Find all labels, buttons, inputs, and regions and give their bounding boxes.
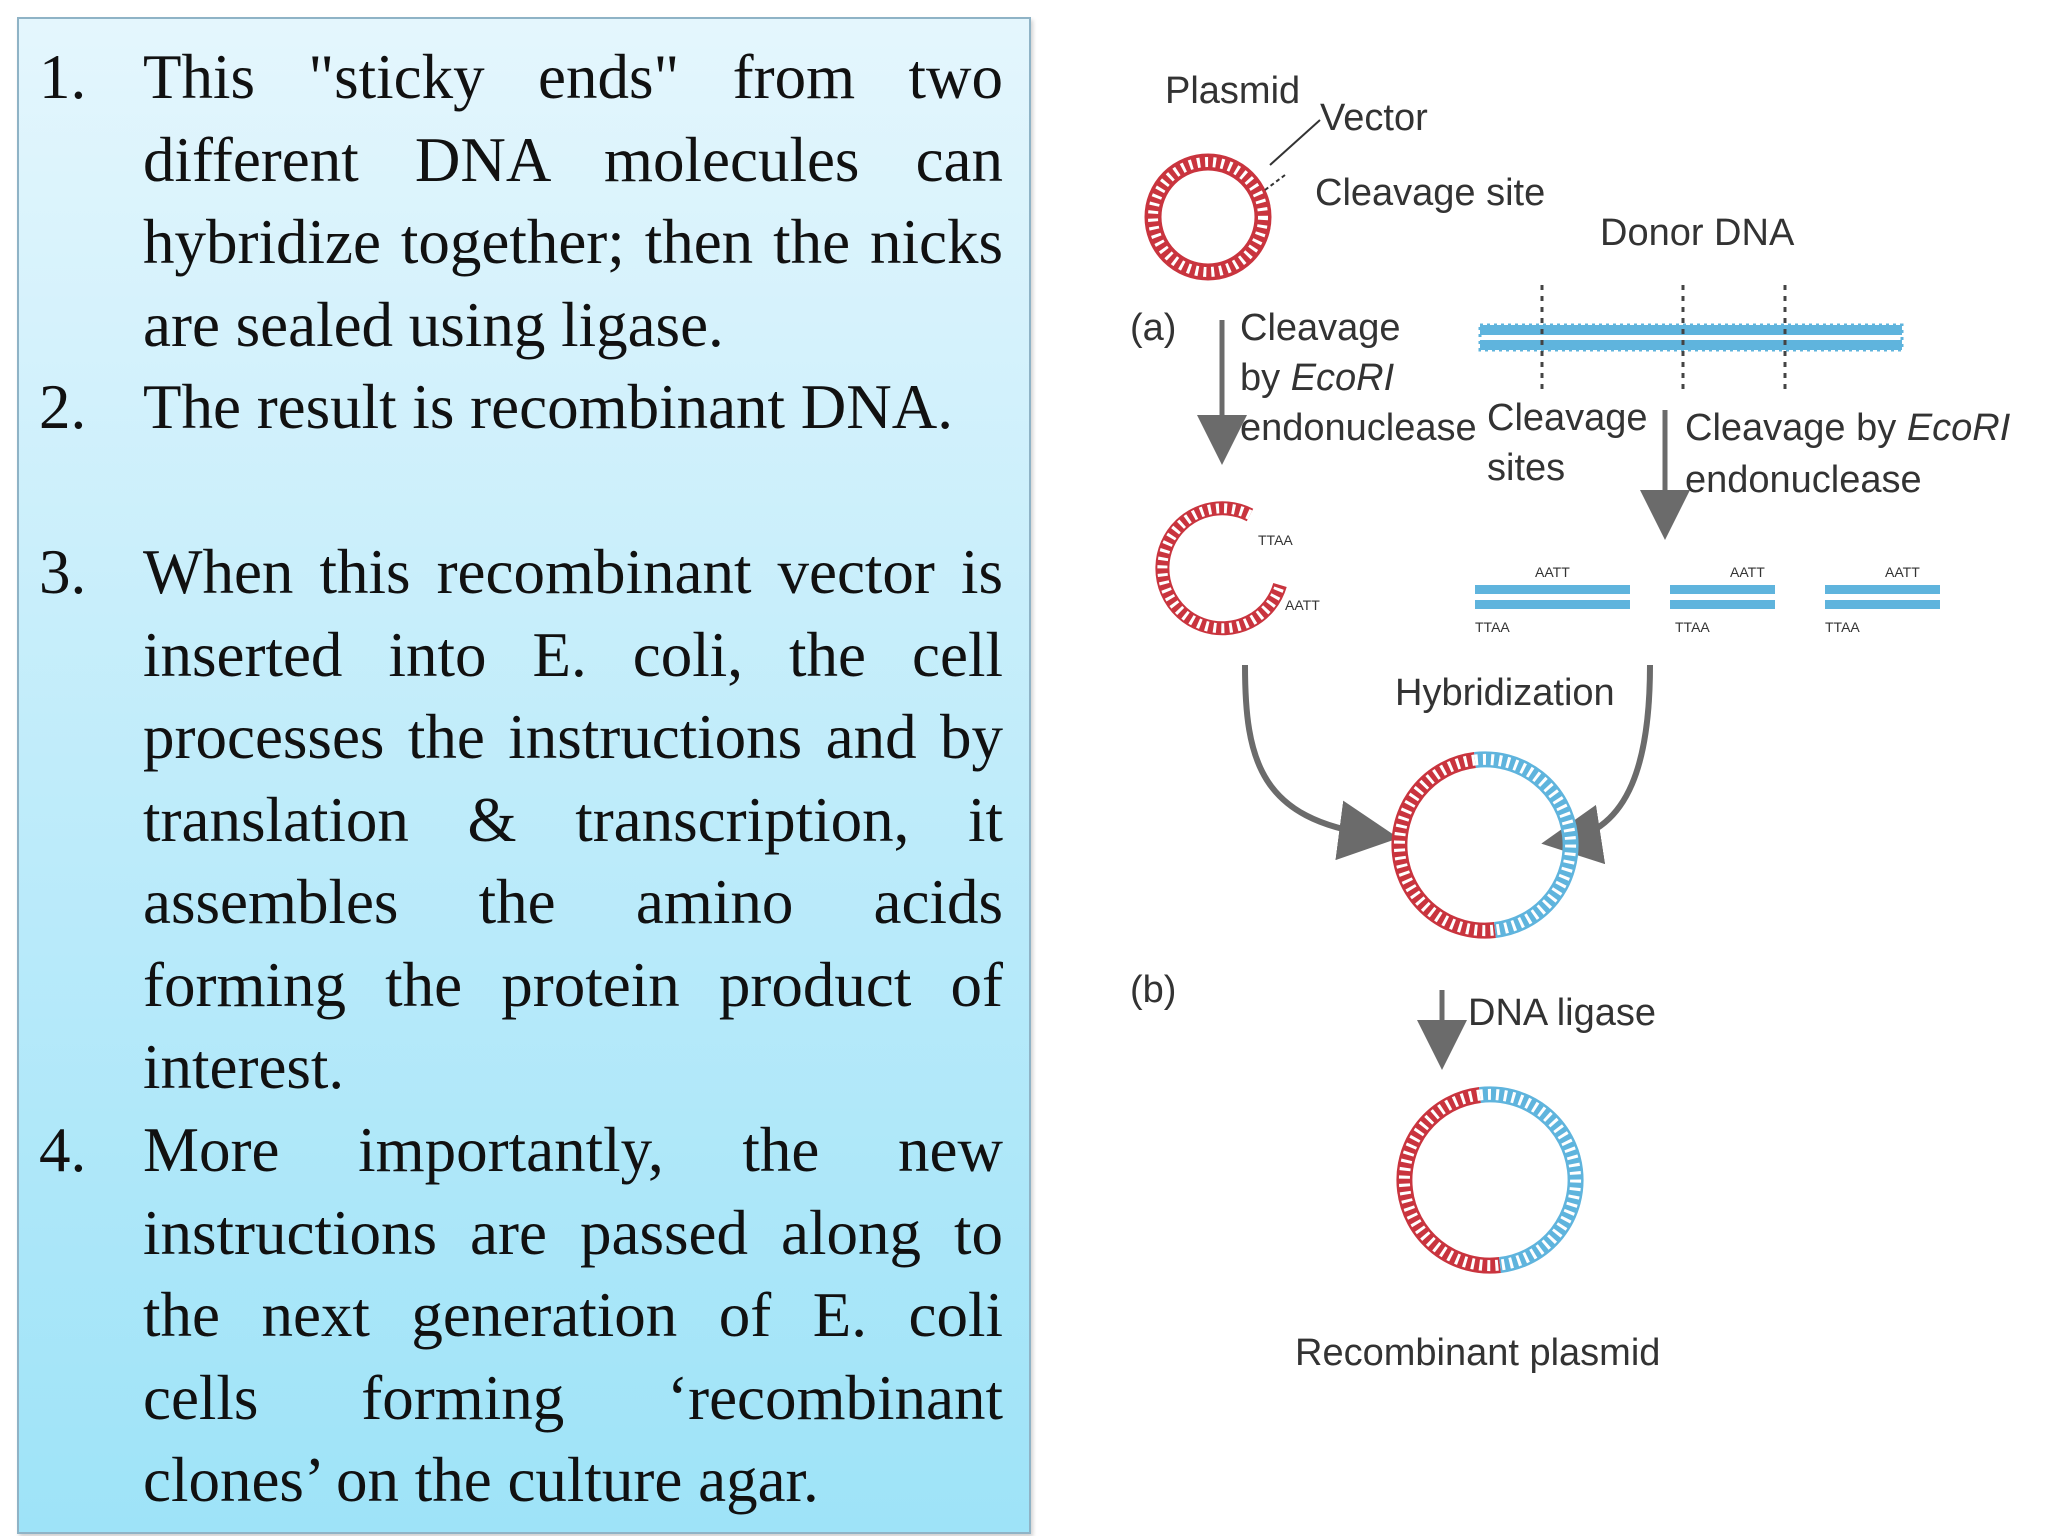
vector-label: Vector xyxy=(1320,97,1428,139)
cleavage-site-label: Cleavage site xyxy=(1315,172,1545,214)
ecori-name: EcoRI xyxy=(1291,357,1395,399)
recombinant-dna-diagram: Plasmid Vector Cleavage site Donor DNA (… xyxy=(1130,70,2011,1374)
item-text: More importantly, the new instructions a… xyxy=(143,1115,1003,1515)
donor-dna-label: Donor DNA xyxy=(1600,212,1795,254)
plasmid-ring xyxy=(1144,153,1272,281)
cleavage-sites-label-1: Cleavage xyxy=(1487,397,1648,439)
panel-b-label: (b) xyxy=(1130,969,1176,1011)
by-ecori-label: by EcoRI xyxy=(1240,357,1395,399)
donor-dna-strand xyxy=(1478,285,1904,395)
endonuclease-label: endonuclease xyxy=(1240,407,1477,449)
hybridized-plasmid xyxy=(1391,751,1579,939)
item-number: 4. xyxy=(39,1115,87,1185)
item-number: 3. xyxy=(39,537,87,607)
fragment-2-aatt: AATT xyxy=(1730,564,1765,580)
item-number: 1. xyxy=(39,42,87,112)
endonuclease-label-2: endonuclease xyxy=(1685,459,1922,501)
item-text: When this recombinant vector is inserted… xyxy=(143,537,1003,1102)
fragment-3-aatt: AATT xyxy=(1885,564,1920,580)
ecori-name-2: EcoRI xyxy=(1907,407,2011,449)
plasmid-end-aatt: AATT xyxy=(1285,597,1320,613)
recombinant-plasmid xyxy=(1396,1086,1584,1274)
item-text: The result is recombinant DNA. xyxy=(143,372,954,442)
by-ecori-prefix: by xyxy=(1240,357,1291,399)
donor-fragments xyxy=(1475,585,1940,609)
fragment-1-aatt: AATT xyxy=(1535,564,1570,580)
cleavage-label: Cleavage xyxy=(1240,307,1401,349)
fragment-2-ttaa: TTAA xyxy=(1675,619,1710,635)
hybridization-label: Hybridization xyxy=(1395,672,1615,714)
opened-plasmid xyxy=(1155,501,1287,636)
fragment-1-ttaa: TTAA xyxy=(1475,619,1510,635)
plasmid-label: Plasmid xyxy=(1165,70,1300,112)
item-number: 2. xyxy=(39,372,87,442)
dna-ligase-label: DNA ligase xyxy=(1468,992,1656,1034)
fragment-3-ttaa: TTAA xyxy=(1825,619,1860,635)
plasmid-end-ttaa: TTAA xyxy=(1258,532,1293,548)
panel-a-label: (a) xyxy=(1130,307,1176,349)
text-panel: 1. This "sticky ends" from two different… xyxy=(17,17,1031,1534)
cleavage-by-prefix: Cleavage by xyxy=(1685,407,1907,449)
item-text: This "sticky ends" from two different DN… xyxy=(143,42,1003,360)
recombinant-plasmid-label: Recombinant plasmid xyxy=(1295,1332,1660,1374)
cleavage-by-ecori-label: Cleavage by EcoRI xyxy=(1685,407,2011,449)
cleavage-sites-label-2: sites xyxy=(1487,447,1565,489)
